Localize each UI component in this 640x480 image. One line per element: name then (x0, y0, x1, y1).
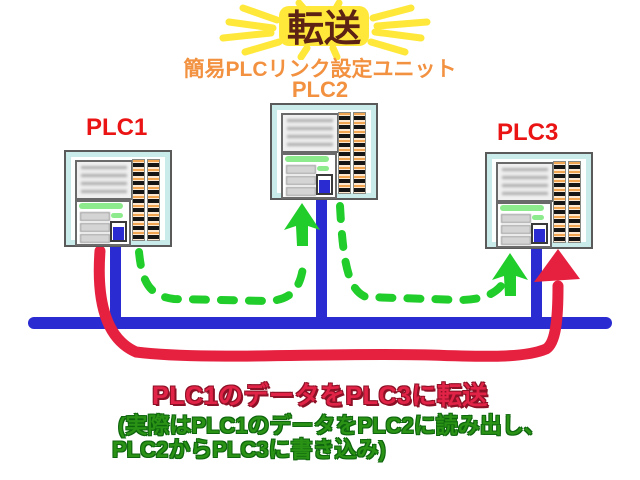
bus-connector-port (110, 221, 127, 242)
plc-io-panel (496, 202, 552, 248)
plc-display-screen (281, 113, 339, 153)
green-marker-stroke (500, 205, 544, 211)
transfer-detail-line2: PLC2からPLC3に書き込み) (112, 437, 386, 462)
caption-plc2-label: PLC2 (291, 77, 349, 102)
terminal-strip-icon (147, 159, 160, 241)
green-marker-stroke (317, 166, 329, 171)
connector-pin (113, 227, 124, 240)
bus-connector-port (531, 223, 548, 244)
plc-display-screen (75, 160, 133, 200)
plc2-bus-link-line (316, 175, 327, 329)
burst-decoration: 転送 (219, 0, 431, 60)
panel-label-bar (80, 234, 110, 243)
green-marker-stroke (111, 213, 123, 218)
plc-display-screen (496, 162, 554, 202)
plc3-label: PLC3 (497, 119, 559, 146)
red-transfer-path (93, 245, 564, 362)
panel-label-bar (501, 214, 531, 223)
panel-label-bar (80, 212, 110, 221)
terminal-strip-icon (568, 161, 581, 243)
caption-unit-name: 簡易PLCリンク設定ユニット (183, 58, 457, 81)
plc3-device (485, 152, 593, 249)
transfer-detail-note: (実際はPLC1のデータをPLC2に読み出し、 PLC2からPLC3に書き込み) (112, 414, 546, 462)
burst-title: 転送 (287, 8, 361, 49)
panel-label-bar (501, 225, 531, 234)
green-arrowhead-plc3-icon (492, 253, 528, 296)
transfer-summary-note: PLC1のデータをPLC3に転送 (152, 382, 488, 410)
panel-label-bar (286, 165, 316, 174)
green-write-path (336, 202, 514, 305)
connector-pin (319, 180, 330, 193)
plc-io-panel (281, 153, 337, 199)
green-marker-stroke (532, 215, 544, 220)
plc1-label: PLC1 (86, 114, 148, 141)
panel-label-bar (501, 236, 531, 245)
plc1-device (64, 150, 172, 247)
green-marker-stroke (285, 156, 329, 162)
terminal-strip-icon (553, 161, 566, 243)
terminal-strip-icon (353, 112, 366, 194)
screen-text-lines (81, 166, 127, 194)
transfer-detail-line1: (実際はPLC1のデータをPLC2に読み出し、 (118, 413, 546, 438)
panel-label-bar (80, 223, 110, 232)
plc-io-panel (75, 200, 131, 246)
connector-pin (534, 229, 545, 242)
screen-text-lines (502, 168, 548, 196)
burst-background (279, 6, 369, 46)
green-read-path (135, 248, 308, 306)
red-arrowhead-icon (534, 249, 580, 282)
screen-text-lines (287, 119, 333, 147)
terminal-strip-icon (132, 159, 145, 241)
panel-label-bar (286, 176, 316, 185)
plc1-bus-link-line (110, 230, 121, 329)
plc2-device (270, 103, 378, 200)
bus-connector-port (316, 174, 333, 195)
panel-label-bar (286, 187, 316, 196)
terminal-strip-icon (338, 112, 351, 194)
green-marker-stroke (79, 203, 123, 209)
green-arrowhead-plc2-icon (284, 203, 320, 246)
